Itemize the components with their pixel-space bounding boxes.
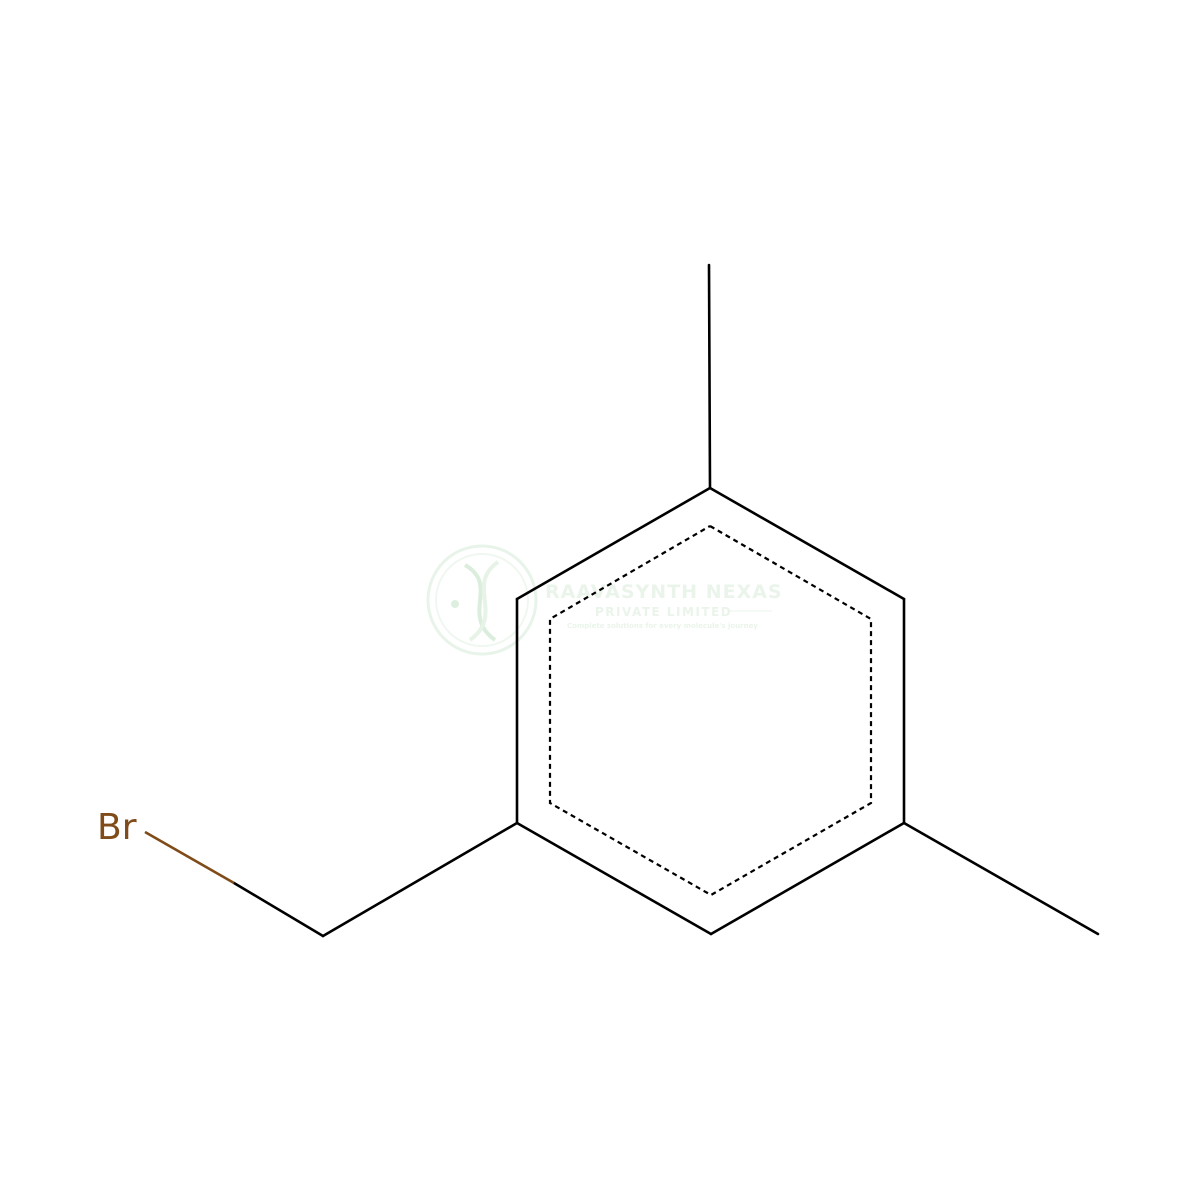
ring-bond-3 xyxy=(709,821,906,936)
methyl-bond-top xyxy=(707,263,712,490)
watermark-subtitle: PRIVATE LIMITED xyxy=(595,605,732,619)
ring-bond-6 xyxy=(515,486,712,601)
bromine-atom-label: Br xyxy=(97,807,137,848)
ring-bond-4 xyxy=(515,821,713,936)
watermark: RAAVASYNTH NEXAS PRIVATE LIMITED Complet… xyxy=(426,544,783,656)
ch2-br-bond-black xyxy=(232,881,325,938)
ring-bond-1 xyxy=(708,486,906,601)
methyl-bond-right xyxy=(902,821,1100,936)
watermark-company: RAAVASYNTH NEXAS xyxy=(545,581,783,603)
benzene-ring xyxy=(515,486,906,936)
watermark-tagline: Complete solutions for every molecule's … xyxy=(567,622,758,630)
ch2-bond xyxy=(321,821,519,938)
dna-helix-icon xyxy=(426,544,538,656)
ch2-br-bond-brown xyxy=(144,830,235,885)
